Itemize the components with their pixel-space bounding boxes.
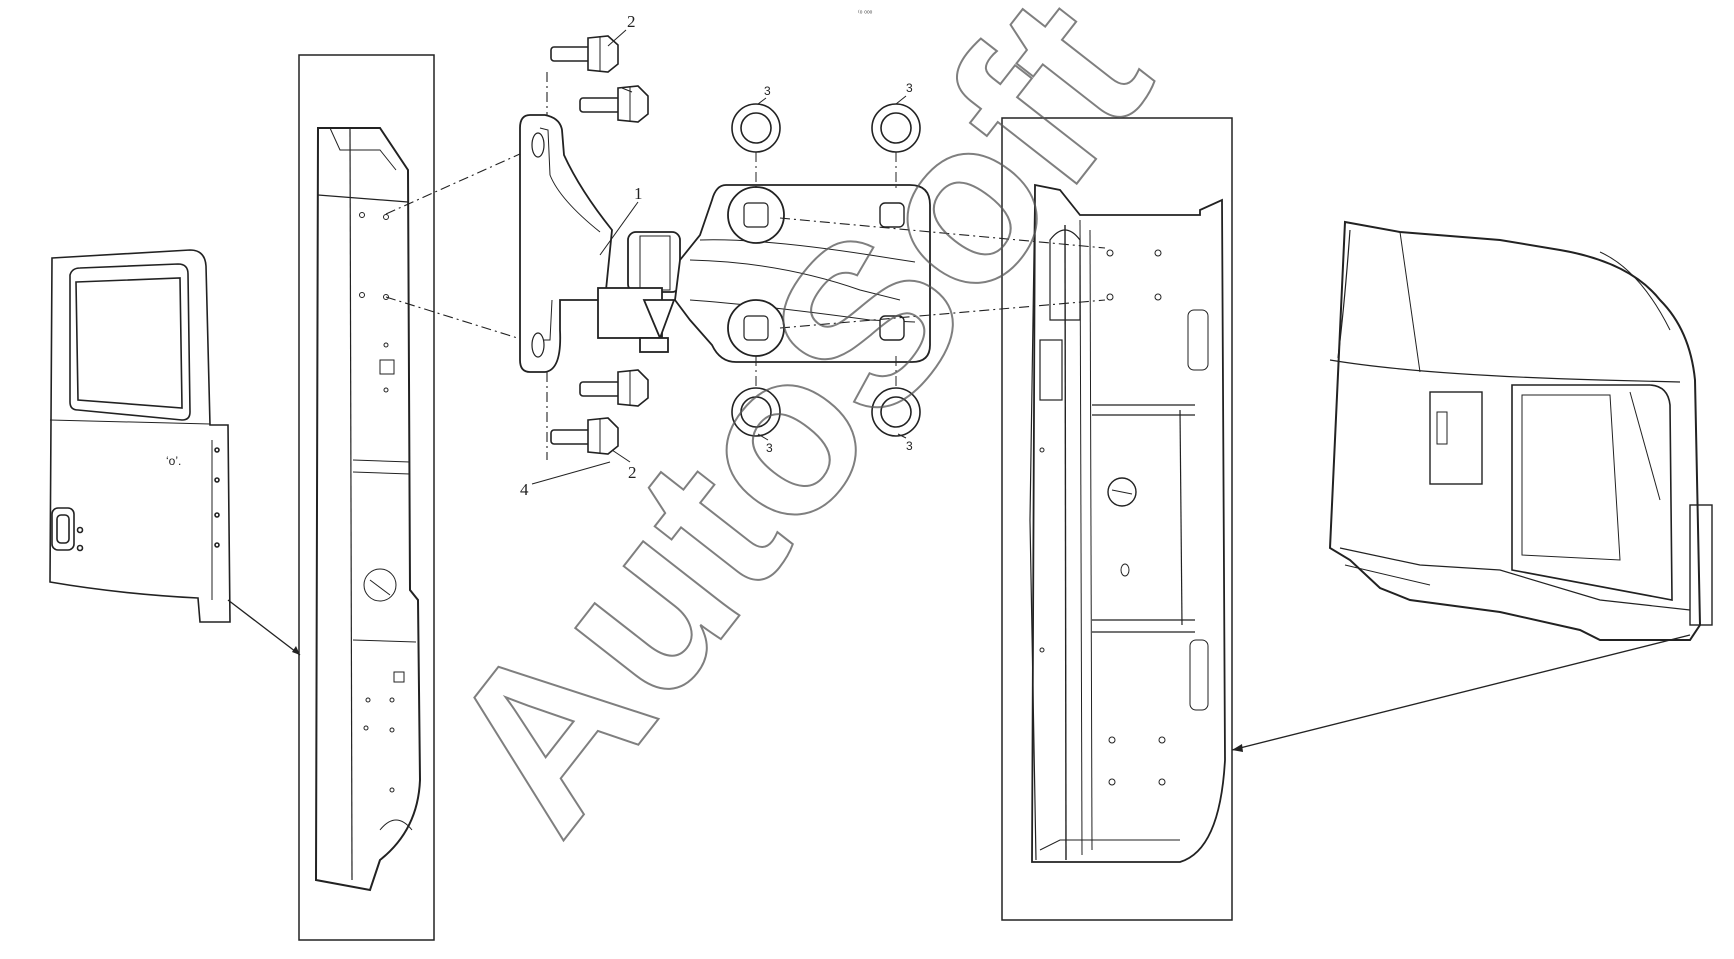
attachment-lines-right [779,217,1106,329]
washer-top-right [871,103,921,153]
callout-washer-bl: 3 [766,441,773,455]
bolt-bottom-2 [550,417,619,455]
cab-pillar-detail [1001,117,1233,921]
arrowhead-icon [1232,744,1243,752]
cab-leader-line [1231,634,1691,751]
cab-overview [1328,220,1713,641]
callout-washer-br: 3 [906,439,913,453]
washer-axis-lines [755,152,897,388]
callout-hinge: 1 [634,184,643,203]
header-mark: ⁽ᵒ ᵒᵒᵒ [858,9,873,17]
arrowhead-icon [292,646,300,655]
door-leader-line [227,599,301,656]
callout-bolt-bottom: 2 [628,463,637,482]
bolt-bottom-1 [579,369,649,407]
watermark-text: AutoSoft [396,0,1196,875]
door-hinge [519,114,931,373]
door-edge-detail [298,54,435,941]
callout-washer-tl: 3 [764,84,771,98]
callout-bolt-top: 2 [627,12,636,31]
washer-bottom-right [871,387,921,437]
washer-top-left [731,103,781,153]
callout-washer-tr: 3 [906,81,913,95]
bolt-top-2 [579,85,649,123]
callout-bolt-lower: 4 [520,480,529,499]
washer-bottom-left [731,387,781,437]
svg-text:‘o’.: ‘o’. [166,454,181,468]
bolt-top-1 [550,35,619,73]
door-overview: ‘o’. [49,249,231,623]
